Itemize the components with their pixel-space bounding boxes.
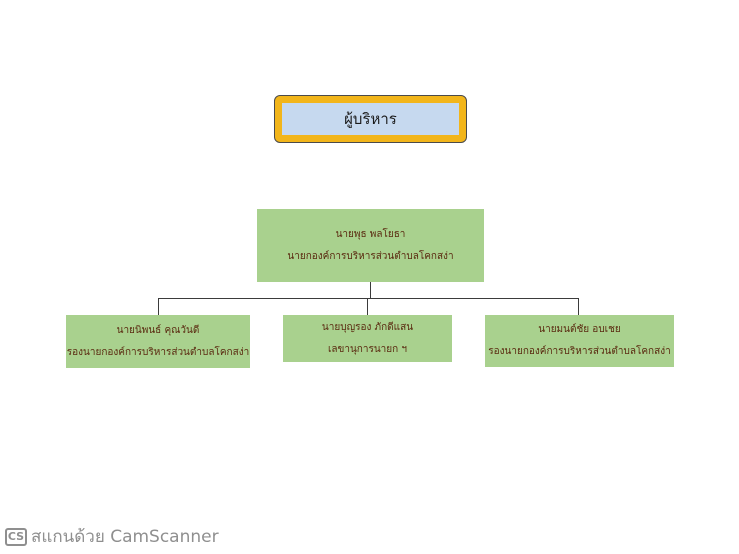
node-name: นายพุธ พลโยธา (335, 228, 406, 240)
org-node-secretary: นายบุญรอง ภักดีแสน เลขานุการนายก ฯ (283, 315, 452, 362)
node-position: เลขานุการนายก ฯ (327, 343, 408, 355)
node-position: นายกองค์การบริหารส่วนตำบลโคกสง่า (287, 250, 454, 262)
watermark-text: สแกนด้วย CamScanner (31, 527, 219, 547)
org-node-chief-executive: นายพุธ พลโยธา นายกองค์การบริหารส่วนตำบลโ… (257, 209, 484, 282)
node-name: นายบุญรอง ภักดีแสน (321, 321, 414, 333)
title-box-inner: ผู้บริหาร (282, 103, 459, 135)
node-position: รองนายกองค์การบริหารส่วนตำบลโคกสง่า (66, 346, 250, 358)
connector-trunk (370, 282, 371, 298)
org-node-deputy-left: นายนิพนธ์ คุณวันดี รองนายกองค์การบริหารส… (66, 315, 250, 368)
camscanner-logo-icon: CS (5, 527, 27, 546)
page-title: ผู้บริหาร (344, 110, 397, 128)
connector-middle (367, 298, 368, 315)
connector-left (158, 298, 159, 315)
node-position: รองนายกองค์การบริหารส่วนตำบลโคกสง่า (488, 346, 671, 357)
org-node-deputy-right: นายมนต์ชัย อบเชย รองนายกองค์การบริหารส่ว… (485, 315, 674, 367)
connector-horizontal (158, 298, 579, 299)
title-box: ผู้บริหาร (274, 95, 467, 143)
camscanner-watermark: CS สแกนด้วย CamScanner (5, 523, 219, 550)
node-name: นายนิพนธ์ คุณวันดี (116, 324, 200, 336)
connector-right (578, 298, 579, 315)
node-name: นายมนต์ชัย อบเชย (538, 324, 621, 335)
